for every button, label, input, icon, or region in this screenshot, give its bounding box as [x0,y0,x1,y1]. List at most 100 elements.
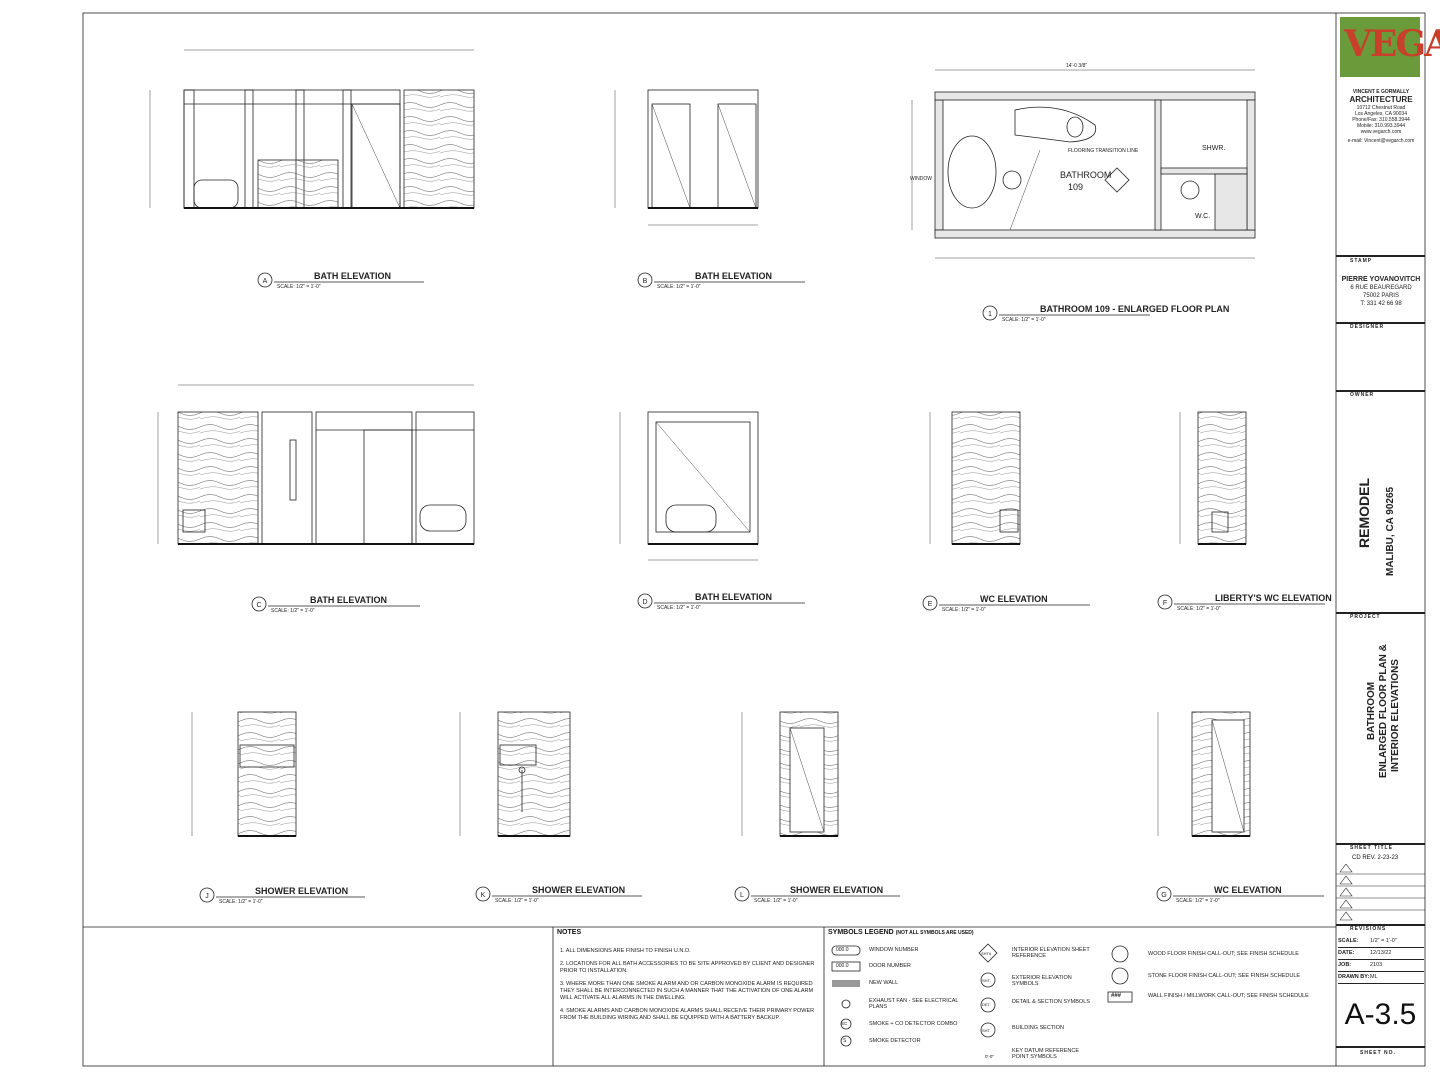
view-letter-l: L [740,892,744,899]
view-scale-c: SCALE: 1/2" = 1'-0" [271,608,315,614]
firm-web: www.vegarch.com [1360,129,1402,135]
legend-stone-floor: STONE FLOOR FINISH CALL-OUT; SEE FINISH … [1148,973,1301,979]
door-number-symbol: 000.0 [836,963,849,969]
view-marker-e [922,595,938,611]
job-label: JOB: [1338,962,1352,968]
elevation-d [619,411,759,561]
plan-window-label: WINDOW [910,176,932,182]
sheet-title-1: BATHROOM [1366,681,1377,740]
floor-plan [911,69,1256,259]
view-scale-k: SCALE: 1/2" = 1'-0" [495,898,539,904]
legend-wall-finish: WALL FINISH / MILLWORK CALL-OUT; SEE FIN… [1148,993,1309,999]
note-item: 3. WHERE MORE THAN ONE SMOKE ALARM AND O… [560,981,814,1001]
elevation-c [157,384,475,545]
view-scale-f: SCALE: 1/2" = 1'-0" [1177,606,1221,612]
revision-entry: CD REV. 2-23-23 [1352,855,1399,861]
legend-datum: KEY DATUM REFERENCE POINT SYMBOLS [1012,1048,1080,1060]
project-label: PROJECT [1350,614,1381,620]
firm-mobile: Mobile: 310.993.3944 [1356,123,1406,129]
legend-window-number: WINDOW NUMBER [869,947,919,953]
drawn-label: DRAWN BY: [1338,974,1370,980]
view-letter-c: C [256,602,261,609]
smoke-detector-symbol: S [843,1038,847,1044]
designer-addr1: 6 RUE BEAUREGARD [1350,285,1412,291]
job-info: SCALE: 1/2" = 1'-0" DATE: 12/13/22 JOB: 210… [1338,936,1424,984]
note-item: 2. LOCATIONS FOR ALL BATH ACCESSORIES TO… [560,961,815,974]
designer-block: PIERRE YOVANOVITCH 6 RUE BEAUREGARD 7500… [1338,276,1424,308]
plan-wc-label: W.C. [1195,213,1210,220]
sheet-title-2: ENLARGED FLOOR PLAN & [1378,644,1389,778]
view-letter-k: K [481,892,486,899]
stamp-label: STAMP [1350,258,1373,264]
elevation-f [1179,411,1247,545]
scale-value: 1/2" = 1'-0" [1370,938,1397,944]
date-value: 12/13/22 [1370,950,1392,956]
view-letter-e: E [928,601,933,608]
detail-symbol: DET. [982,1002,991,1007]
sheet-title-3: INTERIOR ELEVATIONS [1390,659,1401,772]
firm-name-2: ARCHITECTURE [1349,95,1413,104]
elevation-j [191,711,297,837]
legend-wood-floor: WOOD FLOOR FINISH CALL-OUT; SEE FINISH S… [1148,951,1299,957]
building-section-symbol: SHT. [982,1028,991,1033]
note-item: 1. ALL DIMENSIONS ARE FINISH TO FINISH U… [560,948,691,954]
view-marker-d [637,593,653,609]
revision-triangles [1336,864,1425,921]
firm-logo: VEGA [1340,17,1440,89]
revisions-label: REVISIONS [1350,926,1387,932]
notes-heading: NOTES [557,929,582,936]
sheet-no-label: SHEET NO. [1360,1050,1396,1056]
view-scale-d: SCALE: 1/2" = 1'-0" [657,605,701,611]
plan-flooring-label: FLOORING TRANSITION LINE [1068,148,1139,154]
plan-shwr-label: SHWR. [1202,145,1225,152]
legend-smoke-detector: SMOKE DETECTOR [869,1038,921,1044]
view-title-k: SHOWER ELEVATION [532,885,625,895]
plan-room-number: 109 [1068,182,1083,192]
view-title-a: BATH ELEVATION [314,271,391,281]
smoke-co-symbol: SC [841,1021,848,1026]
note-item: 4. SMOKE ALARMS AND CARBON MONOXIDE ALAR… [560,1008,815,1021]
designer-label: DESIGNER [1350,324,1385,330]
plan-room-label: BATHROOM [1060,170,1111,180]
project-city: MALIBU, CA 90265 [1385,486,1396,576]
firm-city: Los Angeles, CA 90034 [1355,111,1407,117]
view-title-b: BATH ELEVATION [695,271,772,281]
view-title-l: SHOWER ELEVATION [790,885,883,895]
legend-exhaust-fan: EXHAUST FAN - SEE ELECTRICAL PLANS [869,998,959,1010]
view-letter-plan: 1 [988,311,992,318]
view-marker-g [1156,886,1172,902]
elevation-l [741,711,839,837]
designer-phone: T: 331 42 66 98 [1360,301,1402,307]
view-title-plan: BATHROOM 109 - ENLARGED FLOOR PLAN [1040,304,1229,314]
ext-elev-symbol: SHT. [982,978,991,983]
view-scale-e: SCALE: 1/2" = 1'-0" [942,607,986,613]
elevation-g [1157,711,1251,837]
job-value: 2103 [1370,962,1383,968]
notes-list: 1. ALL DIMENSIONS ARE FINISH TO FINISH U… [560,948,816,1022]
legend-building-section: BUILDING SECTION [1012,1025,1064,1031]
legend-detail: DETAIL & SECTION SYMBOLS [1012,999,1090,1005]
view-scale-b: SCALE: 1/2" = 1'-0" [657,284,701,290]
logo-lettering: VEGA [1344,23,1440,65]
view-title-e: WC ELEVATION [980,594,1048,604]
legend-subtitle: (NOT ALL SYMBOLS ARE USED) [895,930,974,936]
elevation-k [459,711,571,837]
sheet-number: A-3.5 [1344,998,1417,1031]
window-number-symbol: 000.0 [836,947,849,953]
date-label: DATE: [1338,950,1355,956]
elevation-a [149,49,475,209]
firm-info: VINCENT E GORMALLY ARCHITECTURE 10712 Ch… [1338,89,1424,144]
firm-address: 10712 Chestnut Road [1356,105,1406,111]
view-marker-plan [982,305,998,321]
view-letter-g: G [1161,892,1166,899]
view-title-f: LIBERTY'S WC ELEVATION [1215,593,1332,603]
view-marker-l [734,886,750,902]
scale-label: SCALE: [1338,938,1359,944]
view-title-g: WC ELEVATION [1214,885,1282,895]
view-scale-j: SCALE: 1/2" = 1'-0" [219,899,263,905]
owner-label: OWNER [1350,392,1375,398]
view-marker-b [637,272,653,288]
project-name: REMODEL [1356,478,1372,548]
view-marker-k [475,886,491,902]
